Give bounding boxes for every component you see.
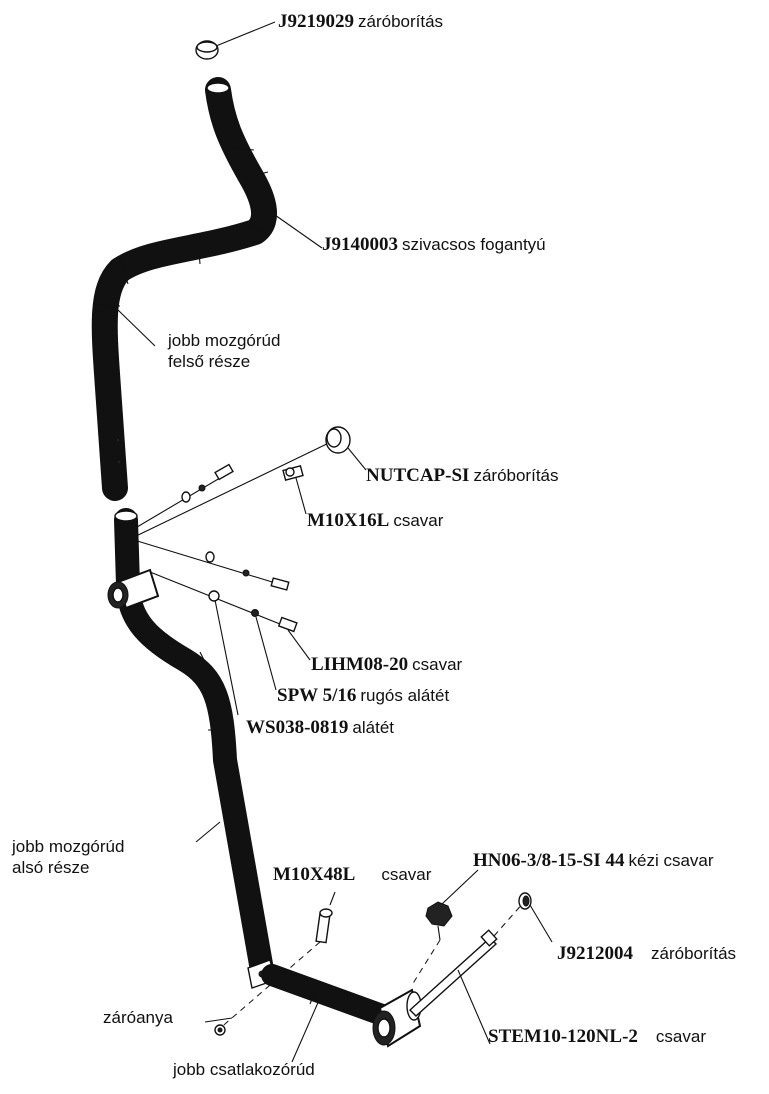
label-washer: WS038-0819 alátét [246, 717, 394, 739]
label-lower-arm: jobb mozgórúd alsó része [12, 836, 124, 879]
part-description: csavar [412, 655, 463, 674]
end-cap-bottom-part [518, 892, 532, 910]
part-code: J9219029 [278, 11, 354, 32]
label-upper-arm: jobb mozgórúd felső része [168, 330, 280, 373]
label-line: jobb mozgórúd [168, 331, 281, 350]
part-code: LIHM08-20 [311, 654, 409, 675]
label-lock-nut: záróanya [103, 1008, 173, 1027]
label-spring-washer: SPW 5/16 rugós alátét [277, 685, 449, 707]
upper-arm-tube [91, 77, 277, 501]
label-end-cap-bottom: J9212004 záróborítás [557, 943, 736, 965]
label-end-cap-top: J9219029 záróborítás [278, 11, 443, 33]
hardware-row-3 [149, 571, 298, 633]
bolt-stem-part [408, 901, 525, 1017]
part-code: M10X16L [307, 510, 390, 531]
part-code: HN06-3/8-15-SI 44 [473, 850, 625, 871]
leader-lines [117, 21, 553, 1063]
part-description: rugós alátét [360, 686, 450, 705]
part-description: csavar [655, 1027, 706, 1046]
part-code: J9212004 [557, 943, 633, 964]
label-line: alsó része [12, 858, 90, 878]
part-code: M10X48L [273, 864, 356, 885]
label-bolt-m10x16: M10X16L csavar [307, 510, 443, 532]
part-code: NUTCAP-SI [366, 465, 470, 486]
part-description: csavar [381, 865, 432, 884]
connecting-rod-tube [261, 964, 422, 1048]
hardware-row-1 [131, 463, 234, 531]
bolt-m10x48-part [217, 908, 333, 1031]
lock-nut-part [214, 1024, 226, 1036]
part-description: csavar [393, 511, 444, 530]
nutcap-part [325, 426, 351, 454]
label-line: felső része [168, 352, 251, 372]
part-code: WS038-0819 [246, 717, 349, 738]
part-code: SPW 5/16 [277, 685, 357, 706]
part-description: szivacsos fogantyú [402, 235, 546, 254]
label-line: jobb mozgórúd [12, 837, 125, 856]
hand-screw-part [411, 901, 453, 986]
bolt-m10x16-part [282, 464, 304, 482]
label-nutcap: NUTCAP-SI záróborítás [366, 465, 559, 487]
hardware-row-2 [133, 539, 290, 591]
label-bolt-stem: STEM10-120NL-2 csavar [488, 1026, 706, 1048]
label-connecting-rod: jobb csatlakozórúd [173, 1060, 315, 1079]
label-foam-grip: J9140003 szivacsos fogantyú [322, 234, 546, 256]
label-bolt-m10x48: M10X48L csavar [273, 864, 431, 886]
part-description: alátét [352, 718, 394, 737]
lower-arm-tube [107, 508, 274, 982]
label-bolt-lihm: LIHM08-20 csavar [311, 654, 462, 676]
part-description: kézi csavar [628, 851, 714, 870]
end-cap-top-part [195, 40, 219, 60]
part-code: J9140003 [322, 234, 398, 255]
part-description: záróborítás [651, 944, 737, 963]
label-hand-screw: HN06-3/8-15-SI 44 kézi csavar [473, 850, 714, 872]
part-code: STEM10-120NL-2 [488, 1026, 638, 1047]
part-description: záróborítás [473, 466, 559, 485]
part-description: záróborítás [358, 12, 444, 31]
